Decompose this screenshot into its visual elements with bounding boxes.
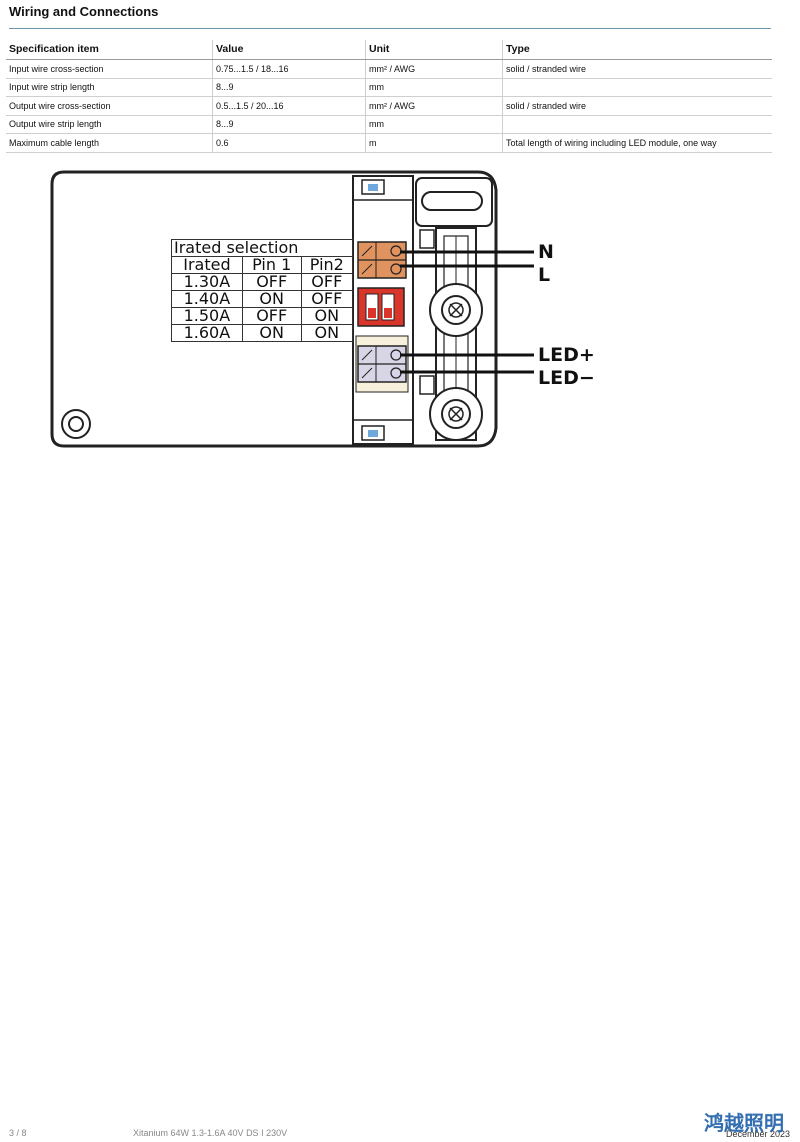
irated-table-title: Irated selection <box>171 239 353 257</box>
footer-product-name: Xitanium 64W 1.3-1.6A 40V DS I 230V <box>133 1128 288 1138</box>
table-cell: mm <box>365 78 503 97</box>
dip-switch <box>357 287 405 327</box>
wires <box>400 250 534 374</box>
output-terminal <box>357 345 407 383</box>
table-cell: Input wire strip length <box>6 78 213 97</box>
column-header-value: Value <box>212 40 366 60</box>
table-cell: mm <box>365 115 503 134</box>
irated-cell: ON <box>241 290 302 308</box>
irated-header-pin2: Pin2 <box>300 256 354 274</box>
footer-page-number: 3 / 8 <box>9 1128 27 1138</box>
strain-relief <box>415 177 493 441</box>
table-cell: 8...9 <box>212 78 366 97</box>
table-cell: Maximum cable length <box>6 133 213 153</box>
column-header-specification-item: Specification item <box>6 40 213 60</box>
irated-selection-table: Irated selection Irated Pin 1 Pin2 1.30A… <box>171 239 354 342</box>
irated-cell: ON <box>300 324 354 342</box>
terminal-block <box>352 175 414 445</box>
irated-cell: OFF <box>300 273 354 291</box>
table-cell: 0.75...1.5 / 18...16 <box>212 59 366 79</box>
table-row: Output wire cross-section 0.5...1.5 / 20… <box>6 96 772 116</box>
table-cell: 0.5...1.5 / 20...16 <box>212 96 366 116</box>
table-cell <box>502 78 772 97</box>
column-header-unit: Unit <box>365 40 503 60</box>
section-title: Wiring and Connections <box>9 4 159 19</box>
table-row: Input wire strip length 8...9 mm <box>6 78 772 97</box>
column-header-type: Type <box>502 40 772 60</box>
table-cell: mm² / AWG <box>365 96 503 116</box>
spec-table-header-row: Specification item Value Unit Type <box>6 40 772 60</box>
table-row: Input wire cross-section 0.75...1.5 / 18… <box>6 59 772 79</box>
irated-cell: ON <box>241 324 302 342</box>
table-cell: Output wire strip length <box>6 115 213 134</box>
title-divider <box>9 28 771 29</box>
irated-row: 1.50A OFF ON <box>171 307 354 325</box>
wire-label-led-minus: LED− <box>538 367 595 389</box>
irated-cell: OFF <box>241 307 302 325</box>
irated-cell: 1.40A <box>171 290 243 308</box>
svg-text:鸿越照明: 鸿越照明 <box>704 1111 784 1135</box>
clamp-screw-bottom <box>429 387 483 441</box>
table-cell: Output wire cross-section <box>6 96 213 116</box>
table-row: Output wire strip length 8...9 mm <box>6 115 772 134</box>
table-cell: mm² / AWG <box>365 59 503 79</box>
irated-cell: OFF <box>300 290 354 308</box>
mounting-hole <box>61 409 91 439</box>
irated-cell: OFF <box>241 273 302 291</box>
irated-row: 1.30A OFF OFF <box>171 273 354 291</box>
input-terminal <box>357 241 407 279</box>
irated-cell: 1.60A <box>171 324 243 342</box>
irated-header-pin1: Pin 1 <box>241 256 302 274</box>
wire-label-led-plus: LED+ <box>538 344 595 366</box>
table-cell <box>502 115 772 134</box>
irated-cell: ON <box>300 307 354 325</box>
table-row: Maximum cable length 0.6 m Total length … <box>6 133 772 153</box>
clamp-screw-top <box>429 283 483 337</box>
table-cell: solid / stranded wire <box>502 96 772 116</box>
wire-label-n: N <box>538 241 554 263</box>
table-cell: m <box>365 133 503 153</box>
table-cell: Total length of wiring including LED mod… <box>502 133 772 153</box>
irated-row: 1.40A ON OFF <box>171 290 354 308</box>
footer-date: December 2023 <box>726 1129 791 1139</box>
table-cell: 0.6 <box>212 133 366 153</box>
irated-header-irated: Irated <box>171 256 243 274</box>
watermark-logo: 鸿越照明 <box>704 1111 784 1135</box>
irated-cell: 1.50A <box>171 307 243 325</box>
wire-label-l: L <box>538 264 551 286</box>
table-cell: Input wire cross-section <box>6 59 213 79</box>
table-cell: 8...9 <box>212 115 366 134</box>
spec-table: Specification item Value Unit Type Input… <box>6 40 772 153</box>
table-cell: solid / stranded wire <box>502 59 772 79</box>
irated-row: 1.60A ON ON <box>171 324 354 342</box>
irated-cell: 1.30A <box>171 273 243 291</box>
